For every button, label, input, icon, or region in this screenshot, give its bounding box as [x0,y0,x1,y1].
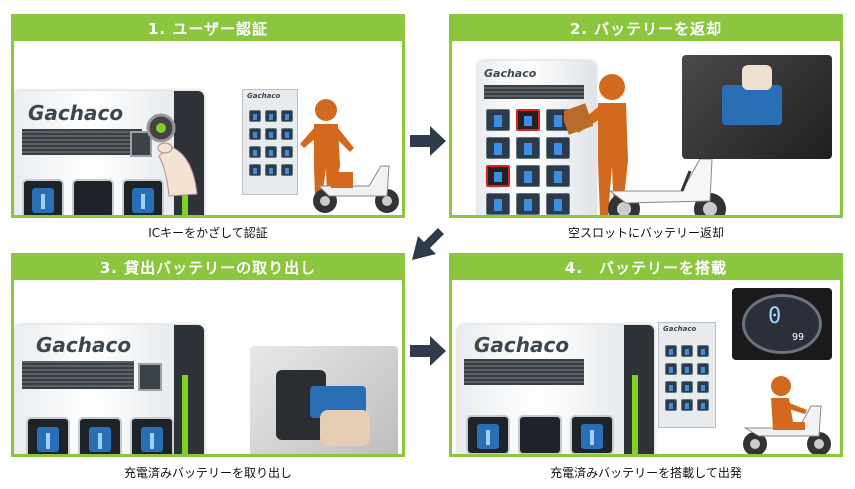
brand-logo: Gachaco [474,333,570,357]
battery-station: Gachaco [14,325,204,454]
battery-slot [466,415,510,454]
meter-photo: 0 99 [732,288,832,360]
step-panel-3: 3. 貸出バッテリーの取り出し Gachaco [11,253,405,457]
right-arrow-icon [410,126,446,156]
vent [484,85,584,99]
step-caption-1: ICキーをかざして認証 [148,226,268,240]
battery-slot [22,179,64,215]
station-screen [138,363,162,391]
step-illustration-4: Gachaco Gachaco 0 99 [452,280,840,454]
step-title-4: 4. バッテリーを搭載 [452,256,840,280]
step-title-3: 3. 貸出バッテリーの取り出し [14,256,402,280]
battery-removal-photo [250,346,398,454]
battery-slot [122,179,164,215]
station-side [174,325,204,454]
person-icon [564,74,628,215]
down-left-arrow-icon [412,228,444,260]
station-side [624,325,654,454]
vent [22,129,142,155]
battery-photo [682,55,832,159]
step-illustration-1: Gachaco Gachaco [14,41,402,215]
ic-key-icon [146,113,198,197]
step-panel-4: 4. バッテリーを搭載 Gachaco Gachaco [449,253,843,457]
rider-scooter-icon [743,376,831,454]
battery-station: Gachaco [458,325,654,454]
step-panel-1: 1. ユーザー認証 Gachaco Gachaco [11,14,405,218]
mini-station: Gachaco [658,322,716,428]
vent [22,361,134,389]
green-stripe [632,375,638,454]
scooter-icon [608,158,726,215]
mini-brand-logo: Gachaco [663,325,697,333]
mini-brand-logo: Gachaco [247,92,281,100]
empty-slot-highlight [516,109,540,131]
meter-odo: 99 [792,332,805,343]
battery-slot [72,179,114,215]
station-screen [130,131,152,157]
right-arrow-icon [410,336,446,366]
empty-slot-highlight [486,165,510,187]
step-illustration-2: Gachaco [452,41,840,215]
step-caption-2: 空スロットにバッテリー返却 [567,226,724,240]
mini-station: Gachaco [242,89,298,195]
step-illustration-3: Gachaco [14,280,402,454]
battery-station: Gachaco [478,61,596,215]
step-caption-3: 充電済みバッテリーを取り出し [123,466,292,480]
step-caption-4: 充電済みバッテリーを搭載して出発 [550,466,742,480]
brand-logo: Gachaco [484,67,537,80]
scooter-icon [313,165,399,213]
step-title-2: 2. バッテリーを返却 [452,17,840,41]
step-panel-2: 2. バッテリーを返却 Gachaco [449,14,843,218]
brand-logo: Gachaco [28,101,124,125]
step-title-1: 1. ユーザー認証 [14,17,402,41]
vent [464,359,584,385]
meter-speed: 0 [768,304,782,329]
battery-slot [570,415,614,454]
battery-slot [130,417,174,454]
battery-slot [78,417,122,454]
battery-slot [26,417,70,454]
battery-slot [518,415,562,454]
green-stripe [182,375,188,454]
brand-logo: Gachaco [36,333,132,357]
